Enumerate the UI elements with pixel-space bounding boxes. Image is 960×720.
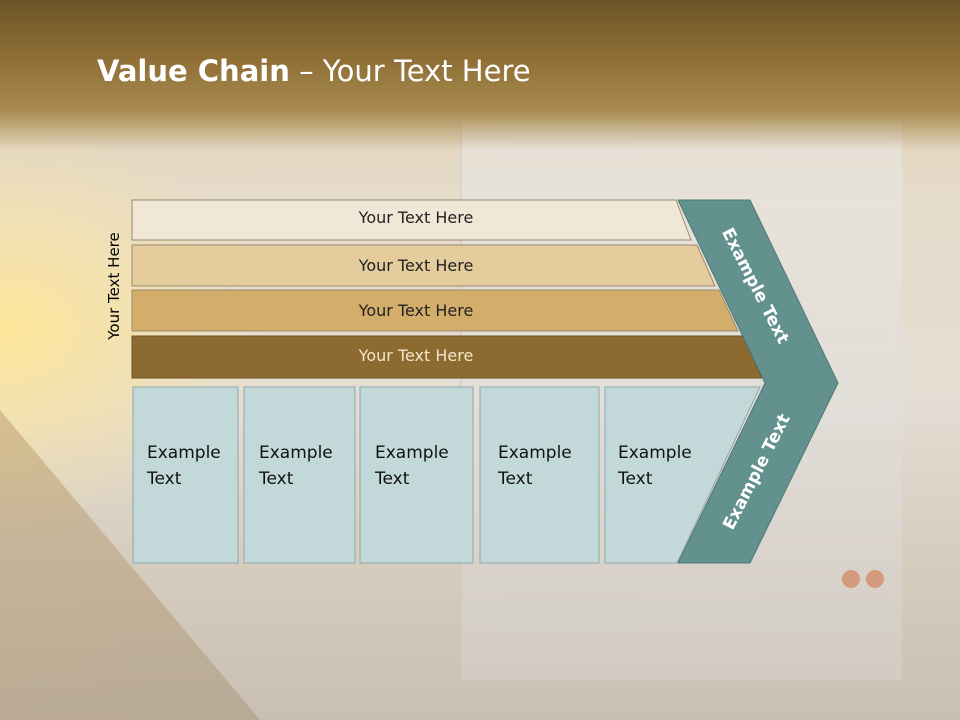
bar-shape-4 [131, 335, 763, 379]
page-title: Value Chain – Your Text Here [97, 54, 531, 88]
title-rest: – Your Text Here [289, 54, 531, 88]
bar-shape-2 [131, 244, 716, 287]
cell-shape-1 [132, 386, 239, 564]
cell-line2: Text [618, 469, 653, 489]
cell-line2: Text [375, 469, 410, 489]
cell-shape-3 [359, 386, 474, 564]
cell-shape-4 [479, 386, 600, 564]
cell-line2: Text [259, 469, 294, 489]
cell-line2: Text [498, 469, 533, 489]
bar-label-3: Your Text Here [358, 301, 474, 320]
cell-line1: Example [375, 443, 449, 463]
bar-shape-1 [131, 199, 692, 241]
cell-line1: Example [259, 443, 333, 463]
chevron-arrow [677, 199, 839, 564]
bar-label-2: Your Text Here [358, 256, 474, 275]
cell-line1: Example [147, 443, 221, 463]
bar-label-4: Your Text Here [358, 346, 474, 365]
bar-shape-3 [131, 289, 739, 332]
cell-line2: Text [147, 469, 182, 489]
cell-shape-2 [243, 386, 356, 564]
title-bold: Value Chain [97, 54, 290, 88]
header-band [0, 0, 960, 150]
bar-label-1: Your Text Here [358, 208, 474, 227]
cell-line1: Example [498, 443, 572, 463]
cell-shape-5 [604, 386, 761, 564]
cell-line1: Example [618, 443, 692, 463]
